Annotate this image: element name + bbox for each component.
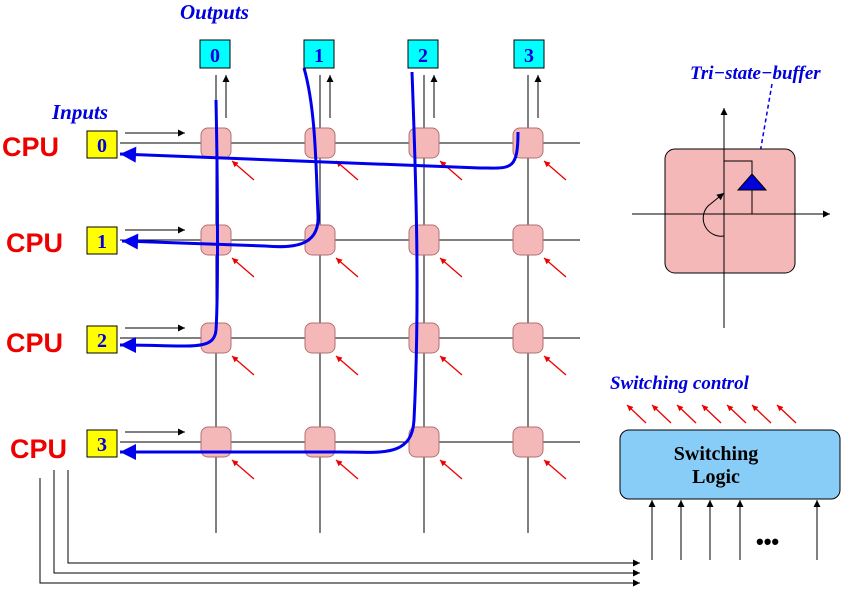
- crosspoint: [408, 322, 440, 354]
- switching-logic-line2: Logic: [692, 466, 740, 488]
- input-boxes: 0 1 2 3: [86, 130, 118, 458]
- switch-control-arrow: [651, 404, 672, 424]
- crosspoint: [512, 322, 544, 354]
- crosspoints: [200, 127, 544, 458]
- buffer-triangle-icon: [736, 173, 768, 191]
- switch-control-arrow: [751, 404, 772, 424]
- control-arrow: [439, 355, 463, 376]
- output-box-1: [303, 39, 335, 69]
- cpu-label-0: CPU: [2, 132, 59, 162]
- crosspoint: [304, 426, 336, 458]
- control-line: [53, 470, 640, 577]
- output-box-2: [407, 39, 439, 69]
- input-box-3: [86, 429, 118, 458]
- control-arrow: [439, 459, 463, 480]
- switch-control-arrow: [701, 404, 722, 424]
- switching-control-arrows: [626, 404, 797, 424]
- control-arrow: [543, 355, 567, 376]
- cpu-label-3: CPU: [10, 434, 67, 464]
- output-id-0: 0: [210, 45, 220, 67]
- control-arrow: [439, 257, 463, 278]
- crosspoint: [512, 224, 544, 256]
- switch-control-arrow: [776, 404, 797, 424]
- control-arrow: [335, 355, 359, 376]
- crosspoint: [304, 127, 336, 159]
- input-id-0: 0: [97, 135, 107, 157]
- crosspoint: [304, 322, 336, 354]
- cpu-label-2: CPU: [6, 328, 63, 358]
- tristate-label: Tri−state−buffer: [690, 63, 821, 84]
- crosspoint: [304, 224, 336, 256]
- control-arrow: [335, 160, 359, 181]
- crosspoint: [408, 127, 440, 159]
- buffer-wire-top: [724, 160, 753, 175]
- inputs-title: Inputs: [51, 100, 108, 124]
- crosspoint: [512, 426, 544, 458]
- output-box-3: [513, 39, 545, 69]
- path-output0-to-cpu2: [119, 99, 219, 354]
- output-id-2: 2: [418, 45, 428, 67]
- control-arrow: [231, 160, 255, 181]
- switch-control-arrow: [726, 404, 747, 424]
- output-boxes: 0 1 2 3: [199, 39, 545, 69]
- output-id-1: 1: [314, 45, 324, 67]
- crosspoint-detail-box: [664, 148, 796, 274]
- control-arrow: [335, 459, 359, 480]
- input-box-1: [86, 226, 118, 255]
- switch-control-arrow: [676, 404, 697, 424]
- crossbar-grid: [120, 75, 580, 533]
- control-line: [39, 478, 640, 587]
- cpu-labels: CPU CPU CPU CPU: [2, 132, 67, 464]
- path-output2-to-cpu3: [120, 71, 419, 460]
- outputs-title: Outputs: [180, 0, 249, 24]
- switching-control-label: Switching control: [610, 373, 750, 394]
- crosspoint: [200, 426, 232, 458]
- output-arrows: [222, 75, 542, 118]
- control-arrow: [335, 257, 359, 278]
- switching-logic-line1: Switching: [674, 443, 758, 465]
- input-arrows: [125, 129, 185, 436]
- input-id-3: 3: [97, 434, 107, 456]
- switch-control-arrow: [626, 404, 647, 424]
- logic-input-arrows: [648, 500, 821, 560]
- control-arrow: [543, 257, 567, 278]
- crosspoint-control-arrows: [231, 160, 567, 480]
- control-arrow: [231, 459, 255, 480]
- path-output1-to-cpu1: [121, 67, 320, 250]
- control-arrow: [439, 160, 463, 181]
- control-line: [67, 470, 640, 567]
- cpu-label-1: CPU: [6, 228, 63, 258]
- switching-logic-box: [619, 429, 841, 500]
- crosspoint: [512, 127, 544, 159]
- input-box-2: [86, 325, 118, 354]
- control-arrow: [543, 160, 567, 181]
- output-box-0: [199, 39, 231, 69]
- output-id-3: 3: [524, 45, 534, 67]
- control-arrow: [231, 355, 255, 376]
- ellipsis-dots: •••: [756, 529, 779, 554]
- input-id-1: 1: [97, 231, 107, 253]
- control-arrow: [543, 459, 567, 480]
- connection-paths: [119, 67, 520, 460]
- crosspoint: [408, 426, 440, 458]
- cpu-control-lines: [39, 470, 640, 587]
- path-output3-to-cpu0: [119, 131, 520, 170]
- input-box-0: [86, 130, 118, 159]
- control-arrow: [231, 257, 255, 278]
- input-id-2: 2: [97, 330, 107, 352]
- tristate-detail: Tri−state−buffer: [632, 63, 830, 328]
- crosspoint: [408, 224, 440, 256]
- detail-routing-arc: [702, 192, 725, 237]
